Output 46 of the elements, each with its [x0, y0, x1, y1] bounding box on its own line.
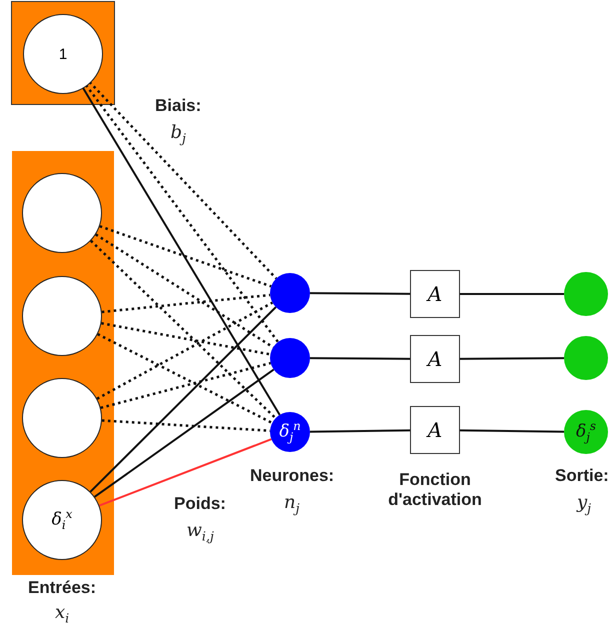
connection-line [90, 240, 276, 420]
connection-line [102, 419, 270, 432]
output-circle [564, 336, 608, 380]
caption-label: Entrées: [28, 578, 96, 598]
node-label: A [428, 418, 442, 442]
node-label: A [428, 347, 442, 371]
connection-line [460, 429, 564, 433]
activation-box [410, 335, 460, 383]
connection-line [310, 357, 410, 360]
input-panel [12, 151, 114, 575]
neuron-circle [270, 412, 310, 452]
connection-line [98, 438, 272, 507]
connection-line [96, 302, 274, 400]
connection-line [84, 84, 280, 343]
connection-line [460, 293, 564, 295]
connection-line [102, 294, 270, 314]
connection-line [94, 368, 274, 498]
caption-label: Neurones: [250, 466, 334, 486]
neuron-circle [270, 273, 310, 313]
caption-label: Poids: [174, 494, 226, 514]
activation-box [410, 270, 460, 318]
connection-line [100, 362, 271, 410]
math-label: x$_{i}$ [55, 602, 70, 626]
caption-label: Fonction d'activation [387, 470, 483, 510]
math-label: y$_{j}$ [577, 492, 592, 516]
neuron-circle [270, 338, 310, 378]
connection-line [90, 306, 277, 492]
math-label: w$_{i,j}$ [186, 520, 214, 544]
math-label: b$_{j}$ [170, 122, 186, 146]
output-circle [564, 272, 608, 316]
output-circle [564, 410, 608, 454]
node-label: 1 [58, 46, 68, 62]
node-label: A [428, 282, 442, 306]
caption-label: Sortie: [555, 466, 609, 486]
math-label: n$_{j}$ [284, 492, 300, 516]
connection-line [460, 357, 564, 360]
caption-label: Biais: [155, 96, 202, 116]
connection-line [99, 225, 272, 288]
connection-line [101, 322, 271, 356]
connection-line [310, 292, 410, 295]
bias-panel [11, 1, 115, 105]
connection-line [97, 333, 273, 424]
activation-box [410, 406, 460, 454]
connection-line [82, 86, 281, 416]
connection-line [310, 429, 410, 433]
connection-line [88, 81, 278, 280]
